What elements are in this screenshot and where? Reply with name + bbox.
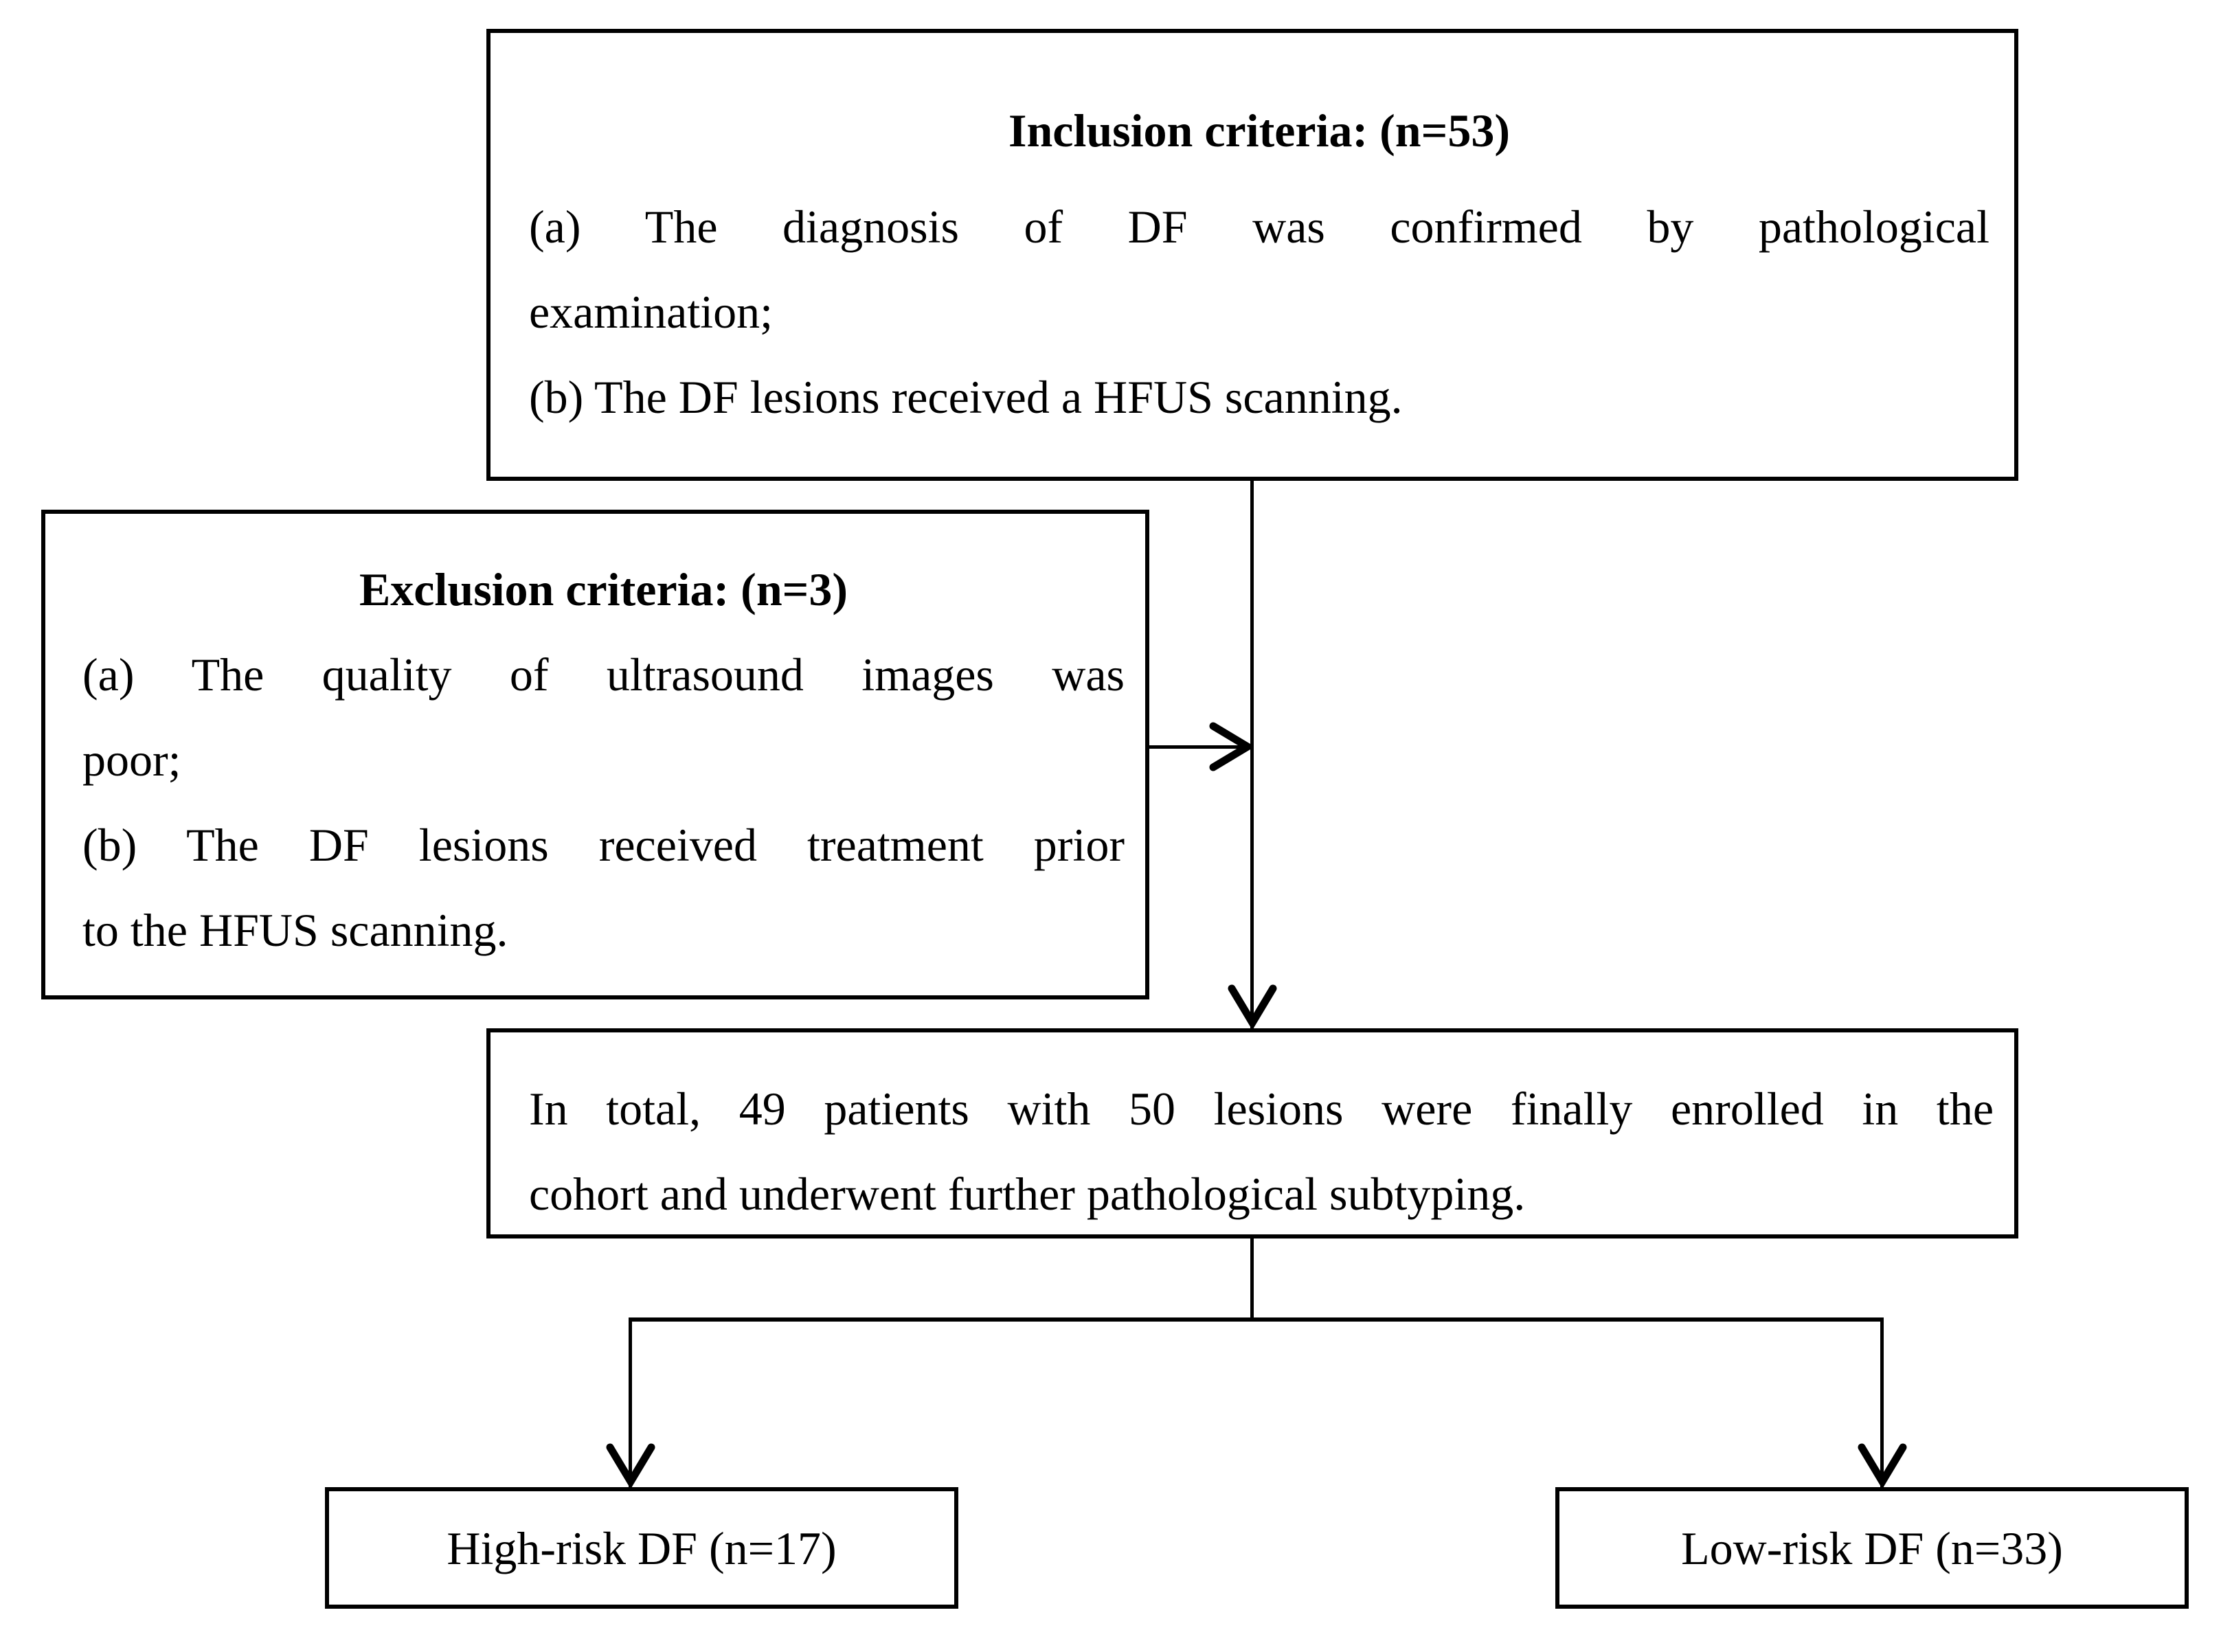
inclusion-line-a2: examination; xyxy=(529,286,774,338)
exclusion-line-a2: poor; xyxy=(82,734,181,786)
connector-branch-right xyxy=(1880,1317,1884,1487)
inclusion-title: Inclusion criteria: (n=53) xyxy=(1008,104,1510,157)
inclusion-line-a1: (a) The diagnosis of DF was confirmed by… xyxy=(529,201,1989,253)
exclusion-criteria-box: Exclusion criteria: (n=3) (a) The qualit… xyxy=(41,510,1149,999)
low-risk-label: Low-risk DF (n=33) xyxy=(1681,1521,2063,1574)
arrowhead-down-right-icon xyxy=(1858,1443,1907,1487)
arrowhead-down-icon xyxy=(1228,984,1277,1028)
connector-branch-bar xyxy=(629,1317,1884,1322)
connector-branch-left xyxy=(629,1317,632,1487)
high-risk-box: High-risk DF (n=17) xyxy=(325,1487,958,1609)
exclusion-line-b2: to the HFUS scanning. xyxy=(82,904,508,956)
inclusion-criteria-box: Inclusion criteria: (n=53) (a) The diagn… xyxy=(486,29,2018,481)
exclusion-line-a1: (a) The quality of ultrasound images was xyxy=(82,648,1125,701)
connector-enrollment-stub xyxy=(1250,1238,1254,1320)
exclusion-line-b1: (b) The DF lesions received treatment pr… xyxy=(82,819,1125,871)
connector-exclusion-to-main xyxy=(1149,745,1252,749)
inclusion-line-b: (b) The DF lesions received a HFUS scann… xyxy=(529,371,1403,423)
enrollment-line2: cohort and underwent further pathologica… xyxy=(529,1168,1526,1220)
exclusion-title: Exclusion criteria: (n=3) xyxy=(359,563,848,615)
arrowhead-right-icon xyxy=(1209,722,1253,771)
arrowhead-down-left-icon xyxy=(606,1443,655,1487)
high-risk-label: High-risk DF (n=17) xyxy=(447,1521,837,1574)
enrollment-line1: In total, 49 patients with 50 lesions we… xyxy=(529,1083,1994,1135)
low-risk-box: Low-risk DF (n=33) xyxy=(1555,1487,2189,1609)
enrollment-box: In total, 49 patients with 50 lesions we… xyxy=(486,1028,2018,1238)
connector-inclusion-to-enrollment xyxy=(1250,481,1254,1028)
